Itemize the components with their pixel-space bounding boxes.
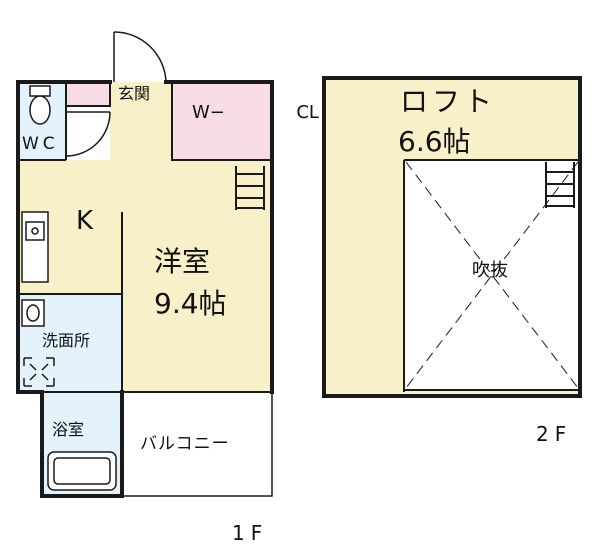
western-room-size: 9.4帖 bbox=[154, 287, 227, 320]
interior-walls bbox=[18, 82, 272, 393]
ladder-icon bbox=[545, 162, 575, 208]
hall-floor bbox=[110, 82, 172, 162]
ladder-icon bbox=[235, 166, 265, 210]
floor2-label: 2F bbox=[536, 422, 573, 446]
washbasin-icon bbox=[21, 299, 45, 327]
open-ceiling-label: 吹抜 bbox=[472, 260, 508, 281]
open-ceiling-area bbox=[404, 160, 580, 390]
balcony-label: バルコニー bbox=[140, 434, 230, 454]
open-ceiling-border bbox=[403, 159, 580, 392]
wc-door-icon bbox=[65, 111, 111, 157]
closet-floor bbox=[172, 82, 272, 160]
floor1-label: 1F bbox=[232, 521, 269, 545]
balcony-outline bbox=[122, 392, 273, 497]
bathtub-icon bbox=[47, 451, 117, 491]
entrance-door-icon bbox=[113, 31, 167, 83]
toilet-icon bbox=[29, 85, 51, 125]
loft-size: 6.6帖 bbox=[398, 125, 471, 158]
loft-name: ロフト bbox=[400, 85, 497, 118]
closet-label: W− CL bbox=[192, 102, 319, 123]
entrance-label: 玄関 bbox=[118, 84, 151, 103]
second-floor-plan bbox=[322, 76, 582, 398]
laundry-space-icon bbox=[23, 357, 55, 387]
western-room-name: 洋室 bbox=[154, 245, 211, 278]
bathroom-label: 浴室 bbox=[52, 420, 85, 439]
kitchen-counter-icon bbox=[21, 211, 49, 283]
outer-wall bbox=[16, 80, 274, 498]
kitchen-label: K bbox=[76, 206, 94, 236]
loft-outer-wall bbox=[322, 76, 582, 398]
wc-label: WC bbox=[22, 134, 59, 154]
first-floor-plan bbox=[16, 31, 274, 498]
entrance-floor bbox=[66, 82, 110, 106]
washroom-label: 洗面所 bbox=[42, 331, 91, 350]
